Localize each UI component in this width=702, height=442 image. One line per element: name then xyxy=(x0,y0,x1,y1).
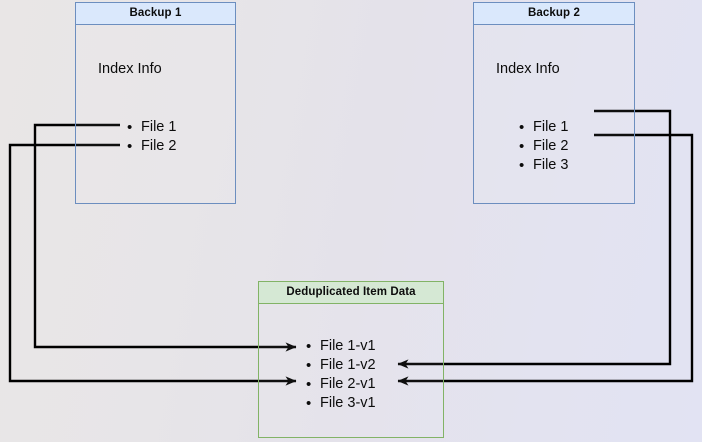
dedup-item-label: File 1-v1 xyxy=(320,338,376,354)
list-item: File 1 xyxy=(127,118,177,137)
node-backup-1-body: Index Info File 1 File 2 xyxy=(76,25,235,203)
backup-1-file-label: File 1 xyxy=(141,119,177,135)
dedup-item-label: File 2-v1 xyxy=(320,376,376,392)
node-backup-1[interactable]: Backup 1 Index Info File 1 File 2 xyxy=(75,2,236,204)
backup-2-index-label: Index Info xyxy=(496,61,560,77)
list-item: File 1 xyxy=(519,118,569,137)
list-item: File 3 xyxy=(519,156,569,175)
backup-1-index-label: Index Info xyxy=(98,61,162,77)
list-item: File 1-v2 xyxy=(306,356,376,375)
backup-2-file-list: File 1 File 2 File 3 xyxy=(516,118,569,175)
list-item: File 1-v1 xyxy=(306,337,376,356)
backup-2-file-label: File 2 xyxy=(533,138,569,154)
list-item: File 2 xyxy=(127,137,177,156)
dedup-item-label: File 1-v2 xyxy=(320,357,376,373)
list-item: File 3-v1 xyxy=(306,394,376,413)
backup-1-file-label: File 2 xyxy=(141,138,177,154)
node-backup-2-body: Index Info File 1 File 2 File 3 xyxy=(474,25,634,203)
list-item: File 2-v1 xyxy=(306,375,376,394)
node-deduplicated-item-data-header: Deduplicated Item Data xyxy=(259,282,443,304)
backup-2-file-label: File 1 xyxy=(533,119,569,135)
node-backup-1-header: Backup 1 xyxy=(76,3,235,25)
node-backup-2-header: Backup 2 xyxy=(474,3,634,25)
deduplicated-item-list: File 1-v1 File 1-v2 File 2-v1 File 3-v1 xyxy=(303,337,376,413)
dedup-item-label: File 3-v1 xyxy=(320,395,376,411)
list-item: File 2 xyxy=(519,137,569,156)
node-deduplicated-item-data-body: File 1-v1 File 1-v2 File 2-v1 File 3-v1 xyxy=(259,304,443,437)
node-deduplicated-item-data[interactable]: Deduplicated Item Data File 1-v1 File 1-… xyxy=(258,281,444,438)
node-backup-2[interactable]: Backup 2 Index Info File 1 File 2 File 3 xyxy=(473,2,635,204)
backup-2-file-label: File 3 xyxy=(533,157,569,173)
backup-1-file-list: File 1 File 2 xyxy=(124,118,177,156)
